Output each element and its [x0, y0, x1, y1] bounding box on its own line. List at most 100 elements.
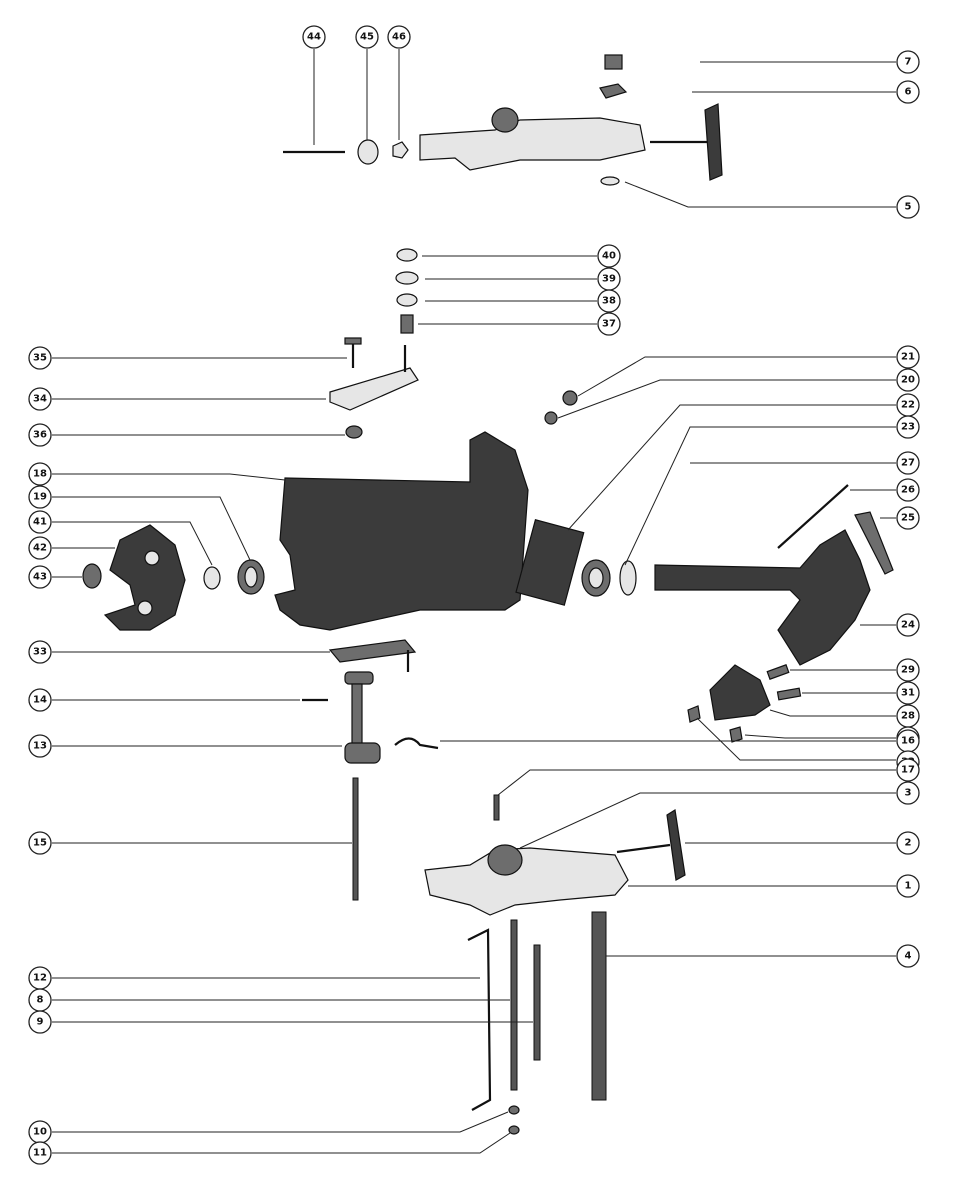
part-right-side-components: [515, 390, 637, 606]
callout-number: 7: [905, 57, 912, 68]
callout-number: 41: [33, 517, 47, 528]
callout-13: 13: [28, 734, 52, 758]
callout-number: 19: [33, 492, 47, 503]
callout-number: 13: [33, 741, 47, 752]
callout-number: 11: [33, 1148, 47, 1159]
callout-number: 4: [905, 951, 912, 962]
callout-29: 29: [896, 658, 920, 682]
callout-number: 10: [33, 1127, 47, 1138]
callout-45: 45: [355, 25, 379, 49]
part-main-housing: [274, 431, 529, 631]
callout-number: 15: [33, 838, 47, 849]
callout-1: 1: [896, 874, 920, 898]
leader-lines: [52, 49, 896, 1154]
callout-35: 35: [28, 346, 52, 370]
callout-17: 17: [896, 758, 920, 782]
callout-7: 7: [896, 50, 920, 74]
callout-8: 8: [28, 988, 52, 1012]
callout-46: 46: [387, 25, 411, 49]
callout-number: 6: [905, 87, 912, 98]
callout-33: 33: [28, 640, 52, 664]
callout-20: 20: [896, 368, 920, 392]
callout-38: 38: [597, 289, 621, 313]
callout-number: 2: [905, 838, 912, 849]
callout-28: 28: [896, 704, 920, 728]
part-tilt-arm-assembly: [654, 484, 894, 666]
callout-3: 3: [896, 781, 920, 805]
callout-21: 21: [896, 345, 920, 369]
part-left-side-components: [82, 524, 265, 631]
callout-number: 16: [901, 736, 915, 747]
callout-number: 27: [901, 458, 915, 469]
callout-number: 33: [33, 647, 47, 658]
callout-42: 42: [28, 536, 52, 560]
part-lower-rods: [467, 919, 541, 1135]
callout-number: 17: [901, 765, 915, 776]
callout-number: 39: [602, 274, 616, 285]
callout-number: 38: [602, 296, 616, 307]
callout-number: 45: [360, 32, 374, 43]
callout-number: 24: [901, 620, 915, 631]
callout-number: 26: [901, 485, 915, 496]
callout-31: 31: [896, 681, 920, 705]
callout-41: 41: [28, 510, 52, 534]
callout-number: 18: [33, 469, 47, 480]
callout-number: 5: [905, 202, 912, 213]
callout-44: 44: [302, 25, 326, 49]
part-upper-swivel-bracket: [283, 54, 723, 186]
callout-number: 12: [33, 973, 47, 984]
part-rods-center: [352, 777, 500, 901]
callout-6: 6: [896, 80, 920, 104]
callout-14: 14: [28, 688, 52, 712]
callout-number: 36: [33, 430, 47, 441]
callout-number: 8: [37, 995, 44, 1006]
callout-9: 9: [28, 1010, 52, 1034]
part-drawings: [82, 54, 894, 1135]
callout-number: 25: [901, 513, 915, 524]
callout-number: 44: [307, 32, 321, 43]
callout-11: 11: [28, 1141, 52, 1165]
callout-number: 40: [602, 251, 616, 262]
callout-34: 34: [28, 387, 52, 411]
part-nut-washer-stack: [395, 248, 419, 334]
part-tube: [591, 911, 607, 1101]
callout-39: 39: [597, 267, 621, 291]
callout-18: 18: [28, 462, 52, 486]
callout-16: 16: [896, 729, 920, 753]
callout-15: 15: [28, 831, 52, 855]
callout-number: 43: [33, 572, 47, 583]
callout-number: 46: [392, 32, 406, 43]
callout-number: 28: [901, 711, 915, 722]
callout-25: 25: [896, 506, 920, 530]
callout-5: 5: [896, 195, 920, 219]
callout-number: 1: [905, 881, 912, 892]
part-strap: [328, 639, 417, 672]
callout-4: 4: [896, 944, 920, 968]
callout-number: 22: [901, 400, 915, 411]
part-lower-right-block: [687, 664, 802, 743]
callout-number: 42: [33, 543, 47, 554]
callout-36: 36: [28, 423, 52, 447]
callout-19: 19: [28, 485, 52, 509]
callout-10: 10: [28, 1120, 52, 1144]
callout-23: 23: [896, 415, 920, 439]
callout-26: 26: [896, 478, 920, 502]
callout-24: 24: [896, 613, 920, 637]
part-clip-assembly: [329, 337, 419, 439]
callout-number: 35: [33, 353, 47, 364]
callout-40: 40: [597, 244, 621, 268]
callout-number: 9: [37, 1017, 44, 1028]
callout-2: 2: [896, 831, 920, 855]
callout-12: 12: [28, 966, 52, 990]
callout-37: 37: [597, 312, 621, 336]
callout-number: 34: [33, 394, 47, 405]
part-lever-assembly: [302, 671, 439, 764]
callout-number: 29: [901, 665, 915, 676]
callout-43: 43: [28, 565, 52, 589]
callout-number: 14: [33, 695, 47, 706]
part-lower-swivel-bracket: [424, 809, 686, 916]
callout-22: 22: [896, 393, 920, 417]
callout-27: 27: [896, 451, 920, 475]
